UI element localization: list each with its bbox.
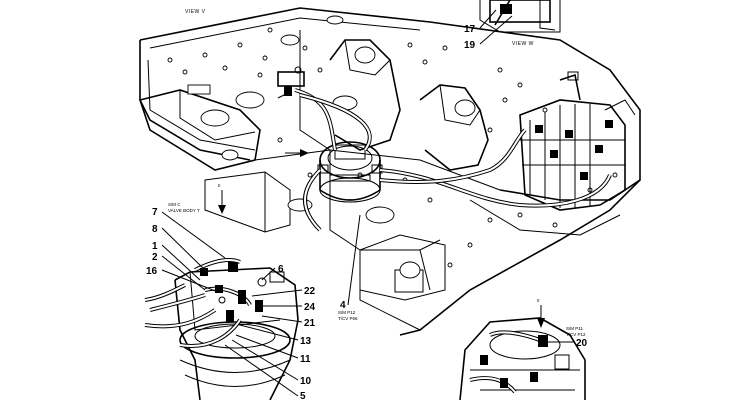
callout-7: 7	[152, 207, 158, 218]
note-c-line2: VALVE BODY T	[168, 208, 200, 213]
view-w-caption: VIEW W	[512, 41, 534, 47]
leader-lines	[161, 9, 574, 397]
callout-16: 16	[146, 266, 158, 277]
callout-1: 1	[152, 241, 158, 252]
callout-4: 4	[340, 300, 346, 311]
swivel-unit	[317, 141, 383, 203]
callout-11: 11	[300, 354, 311, 365]
main-frame	[138, 7, 641, 336]
view-mark-right: II	[537, 298, 540, 303]
callout-13: 13	[300, 336, 312, 347]
callout-19: 19	[464, 40, 476, 51]
view-w-inset	[479, 0, 561, 33]
note-p12b-line1: S/M P11	[566, 326, 583, 331]
callout-5: 5	[300, 391, 306, 400]
lower-right-detail	[459, 317, 586, 400]
callout-17: 17	[464, 24, 476, 35]
hoses-main	[277, 66, 612, 232]
note-c-line1: S/M C	[168, 202, 181, 207]
callout-6: 6	[278, 264, 284, 275]
note-p12a-line2: T/CV P66	[338, 316, 358, 321]
callout-21: 21	[304, 318, 316, 329]
view-v-caption: VIEW V	[185, 9, 206, 15]
callout-2: 2	[152, 252, 158, 263]
note-p12b-line2: T/CV P12	[566, 332, 586, 337]
control-valve	[519, 71, 636, 211]
callout-20: 20	[576, 338, 588, 349]
callout-10: 10	[300, 376, 312, 387]
view-mark-left: II	[218, 183, 221, 188]
callout-24: 24	[304, 302, 316, 313]
callout-8: 8	[152, 224, 158, 235]
view-arrows	[218, 91, 545, 328]
note-p12a-line1: S/M P12	[338, 310, 356, 315]
bolt-holes	[167, 27, 618, 268]
lower-left-detail	[144, 258, 299, 400]
callout-22: 22	[304, 286, 316, 297]
